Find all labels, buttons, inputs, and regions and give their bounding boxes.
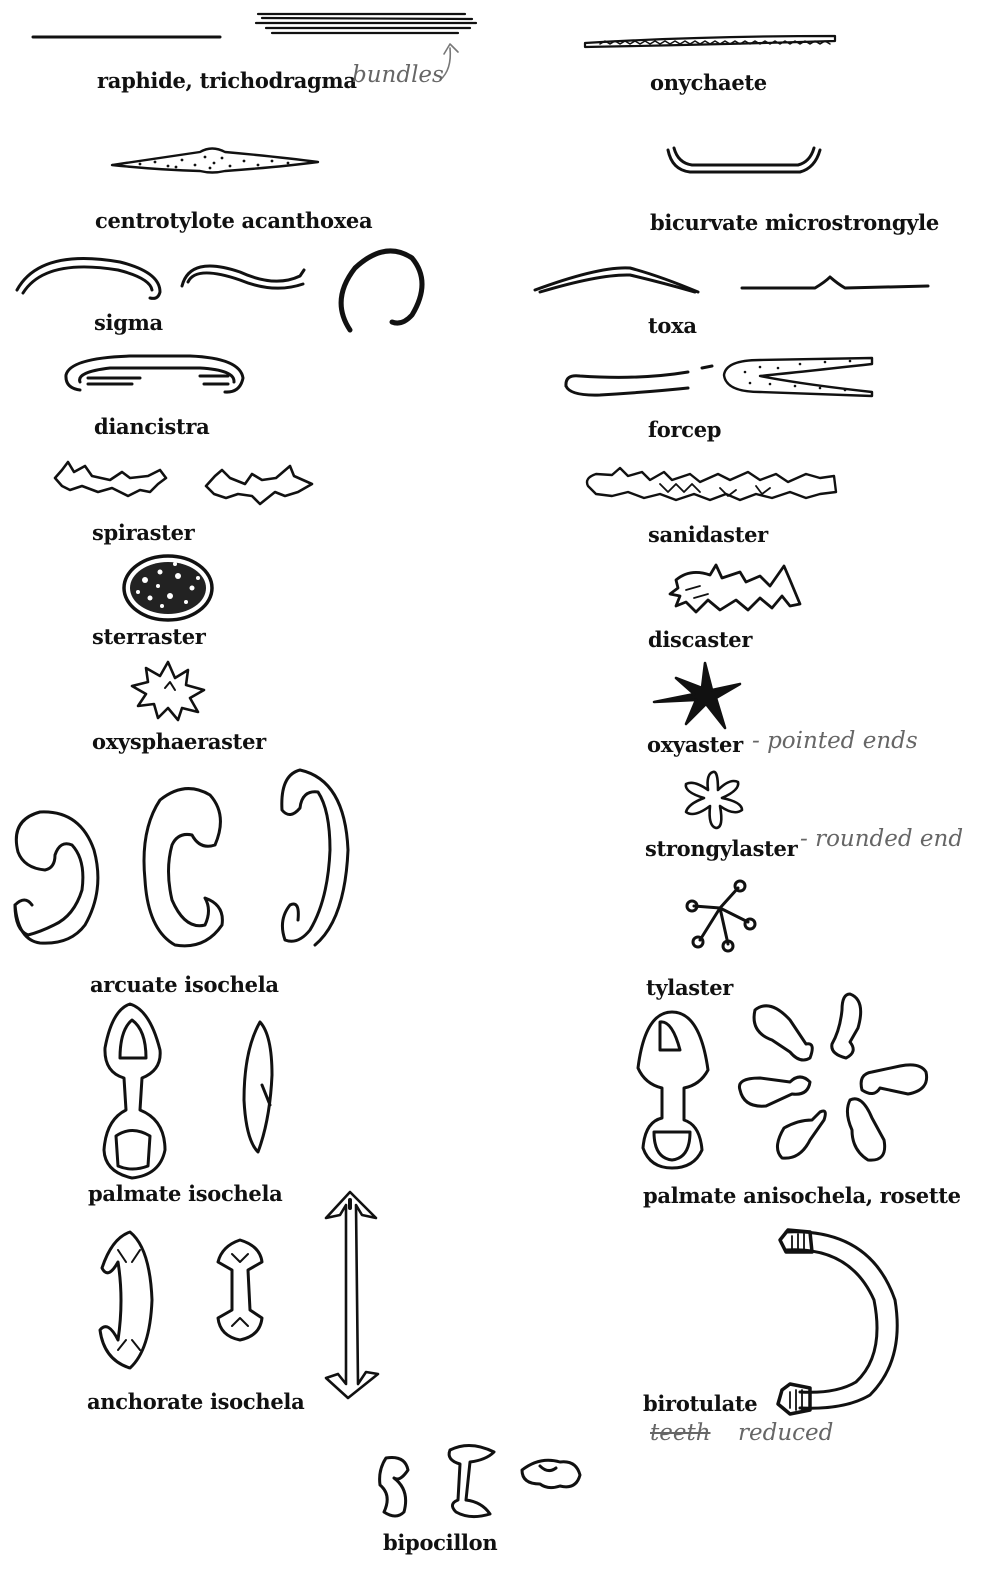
note-reduced: reduced — [738, 1420, 833, 1446]
label-oxyaster: oxyaster — [647, 732, 743, 757]
onychaete-drawing — [585, 36, 835, 47]
label-discaster: discaster — [648, 627, 752, 652]
label-diancistra: diancistra — [94, 414, 210, 439]
label-bipocillon: bipocillon — [383, 1530, 497, 1555]
strongylaster-drawing — [686, 772, 742, 828]
bipocillon-drawing — [380, 1445, 580, 1516]
label-arcuate-isochela: arcuate isochela — [90, 972, 279, 997]
discaster-drawing — [670, 565, 800, 612]
note-teeth-struck: teeth — [650, 1420, 711, 1446]
forcep-drawing — [566, 358, 872, 396]
arcuate-isochela-drawing — [15, 770, 348, 946]
anchorate-isochela-drawing — [100, 1192, 378, 1398]
oxyaster-drawing — [654, 663, 740, 728]
sterraster-drawing — [124, 556, 212, 620]
note-pointed-ends: - pointed ends — [752, 728, 918, 754]
label-centrotylote-acanthoxea: centrotylote acanthoxea — [95, 208, 372, 233]
bicurvate-drawing — [668, 148, 820, 172]
note-bundles: bundles — [352, 62, 444, 88]
label-bicurvate-microstrongyle: bicurvate microstrongyle — [650, 210, 939, 235]
label-onychaete: onychaete — [650, 70, 767, 95]
centrotylote-drawing — [112, 149, 318, 173]
palmate-isochela-drawing — [104, 1004, 272, 1178]
label-anchorate-isochela: anchorate isochela — [87, 1389, 304, 1414]
label-sanidaster: sanidaster — [648, 522, 768, 547]
birotulate-drawing — [778, 1230, 897, 1414]
toxa-drawing — [535, 268, 928, 292]
sanidaster-drawing — [587, 468, 836, 500]
label-spiraster: spiraster — [92, 520, 194, 545]
label-strongylaster: strongylaster — [645, 836, 797, 861]
label-forcep: forcep — [648, 417, 721, 442]
label-sterraster: sterraster — [92, 624, 206, 649]
tylaster-drawing — [687, 881, 755, 951]
label-sigma: sigma — [94, 310, 163, 335]
label-raphide: raphide, trichodragma — [97, 68, 357, 93]
palmate-anisochela-drawing — [638, 994, 927, 1168]
spiraster-drawing — [55, 462, 312, 504]
label-palmate-anisochela: palmate anisochela, rosette — [643, 1183, 961, 1208]
label-oxysphaeraster: oxysphaeraster — [92, 729, 266, 754]
oxysphaeraster-drawing — [132, 662, 204, 720]
trichodragma-drawing — [256, 14, 476, 33]
label-birotulate: birotulate — [643, 1391, 757, 1416]
diancistra-drawing — [66, 356, 243, 392]
sigma-drawing — [17, 251, 422, 330]
label-toxa: toxa — [648, 313, 697, 338]
label-tylaster: tylaster — [646, 975, 733, 1000]
note-rounded-end: - rounded end — [800, 826, 963, 852]
label-palmate-isochela: palmate isochela — [88, 1181, 282, 1206]
